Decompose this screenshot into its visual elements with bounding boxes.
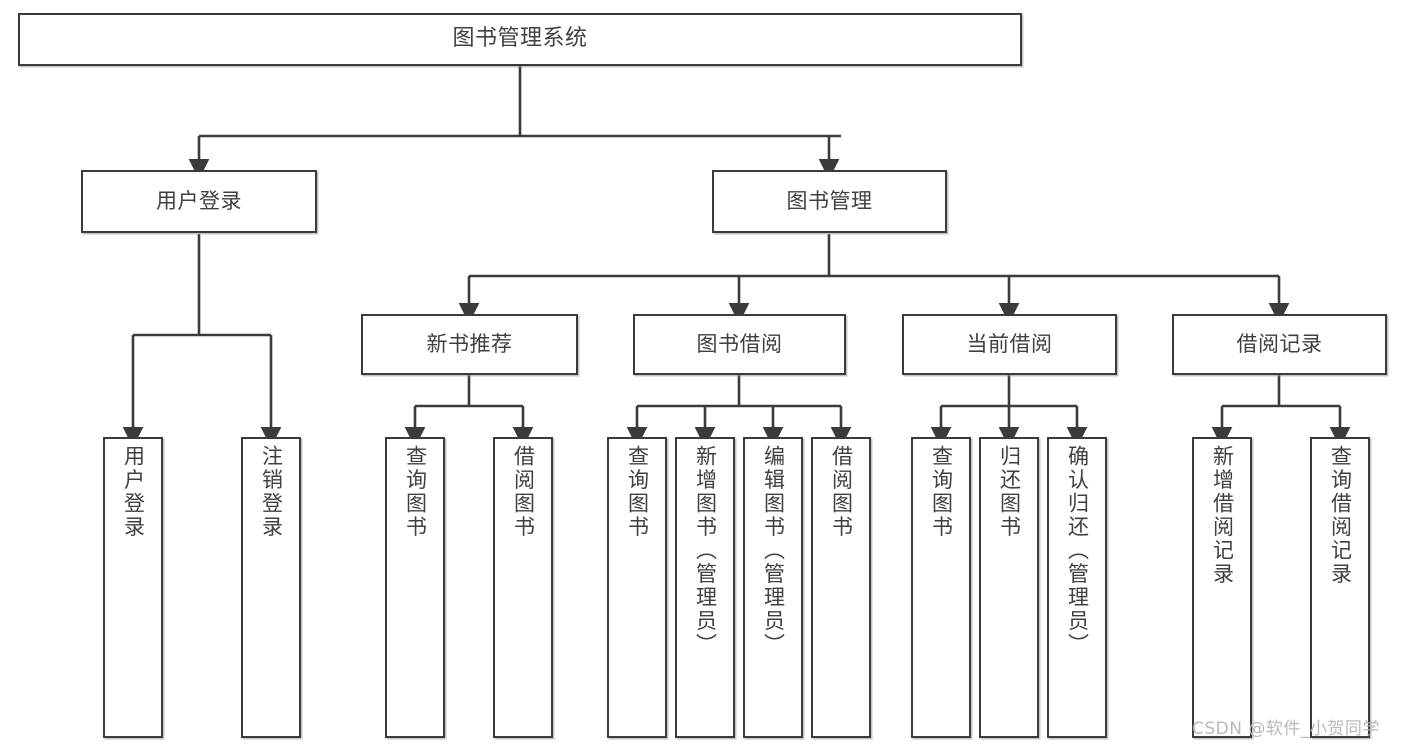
- node-book-manage-label: 图书管理: [786, 188, 873, 213]
- leaf-user-login-label: 用户登录: [121, 445, 146, 539]
- node-user-login[interactable]: 用户登录: [81, 170, 317, 233]
- node-book-manage[interactable]: 图书管理: [712, 170, 947, 233]
- leaf-bookborrow-edit-book[interactable]: 编辑图书（管理员）: [743, 437, 803, 738]
- node-book-borrow[interactable]: 图书借阅: [633, 314, 846, 375]
- node-current-borrow[interactable]: 当前借阅: [902, 314, 1117, 375]
- leaf-newbook-borrow-book-label: 借阅图书: [511, 445, 536, 539]
- node-new-book-label: 新书推荐: [426, 331, 513, 356]
- node-borrow-record-label: 借阅记录: [1236, 331, 1323, 356]
- leaf-bookborrow-query-book-label: 查询图书: [625, 445, 650, 539]
- leaf-currentborrow-query-book-label: 查询图书: [929, 445, 954, 539]
- node-current-borrow-label: 当前借阅: [966, 331, 1053, 356]
- csdn-watermark: CSDN @软件_小贺同学: [1192, 719, 1380, 739]
- node-user-login-label: 用户登录: [156, 188, 242, 213]
- leaf-currentborrow-confirm-return-label: 确认归还（管理员）: [1065, 445, 1090, 657]
- leaf-bookborrow-add-book[interactable]: 新增图书（管理员）: [675, 437, 735, 738]
- leaf-bookborrow-add-book-label: 新增图书（管理员）: [693, 445, 718, 657]
- leaf-currentborrow-return-book[interactable]: 归还图书: [979, 437, 1039, 738]
- leaf-newbook-borrow-book[interactable]: 借阅图书: [493, 437, 553, 738]
- leaf-borrowrecord-add-record-label: 新增借阅记录: [1210, 445, 1235, 586]
- node-root-label: 图书管理系统: [452, 26, 588, 52]
- leaf-bookborrow-borrow-book-label: 借阅图书: [829, 445, 854, 539]
- leaf-bookborrow-edit-book-label: 编辑图书（管理员）: [761, 445, 786, 657]
- leaf-logout-label: 注销登录: [259, 445, 284, 539]
- leaf-bookborrow-query-book[interactable]: 查询图书: [607, 437, 667, 738]
- node-borrow-record[interactable]: 借阅记录: [1172, 314, 1387, 375]
- leaf-bookborrow-borrow-book[interactable]: 借阅图书: [811, 437, 871, 738]
- leaf-currentborrow-confirm-return[interactable]: 确认归还（管理员）: [1047, 437, 1107, 738]
- leaf-logout[interactable]: 注销登录: [241, 437, 301, 738]
- node-new-book[interactable]: 新书推荐: [361, 314, 578, 375]
- leaf-currentborrow-return-book-label: 归还图书: [997, 445, 1022, 539]
- leaf-borrowrecord-add-record[interactable]: 新增借阅记录: [1192, 437, 1252, 738]
- node-root[interactable]: 图书管理系统: [18, 13, 1022, 66]
- leaf-newbook-query-book-label: 查询图书: [403, 445, 428, 539]
- leaf-borrowrecord-query-record-label: 查询借阅记录: [1328, 445, 1353, 586]
- leaf-borrowrecord-query-record[interactable]: 查询借阅记录: [1310, 437, 1370, 738]
- node-book-borrow-label: 图书借阅: [696, 331, 783, 356]
- leaf-user-login[interactable]: 用户登录: [103, 437, 163, 738]
- leaf-newbook-query-book[interactable]: 查询图书: [385, 437, 445, 738]
- leaf-currentborrow-query-book[interactable]: 查询图书: [911, 437, 971, 738]
